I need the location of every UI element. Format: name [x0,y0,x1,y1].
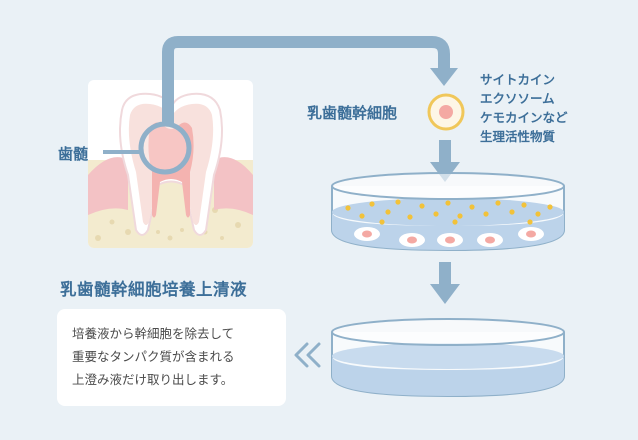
arrow-to-supernatant-head [430,284,460,304]
double-chevron-left-icon [294,342,321,368]
secretion-item: エクソソーム [480,91,555,106]
arrow-to-supernatant-shaft [439,262,451,286]
extraction-arrow-head [430,68,458,86]
description-line: 培養液から幹細胞を除去して [72,326,235,341]
secretion-item: ケモカインなど [480,110,568,125]
stem-cell-icon [427,93,465,131]
gum-left [88,157,128,215]
description-box: 培養液から幹細胞を除去して 重要なタンパク質が含まれる 上澄み液だけ取り出します… [57,309,286,406]
extraction-arrow-path [162,36,450,124]
arrow-to-culture-head [430,162,460,182]
pulp-magnifier-circle [138,121,192,175]
supernatant-title: 乳歯髄幹細胞培養上清液 [60,280,247,299]
description-line: 上澄み液だけ取り出します。 [72,372,234,387]
secretion-item: サイトカイン [480,72,556,87]
gum-right [214,157,253,215]
supernatant-dish-icon [331,318,565,398]
culture-cells [354,227,544,247]
culture-dish-icon [331,172,565,252]
pulp-label: 歯髄 [58,145,89,163]
culture-particles [345,199,553,225]
description-line: 重要なタンパク質が含まれる [72,349,235,364]
stem-cell-label: 乳歯髄幹細胞 [307,104,398,122]
secretion-list: サイトカイン エクソソーム ケモカインなど 生理活性物質 [480,70,568,146]
secretion-item: 生理活性物質 [480,129,556,144]
arrow-to-culture-shaft [439,140,451,164]
